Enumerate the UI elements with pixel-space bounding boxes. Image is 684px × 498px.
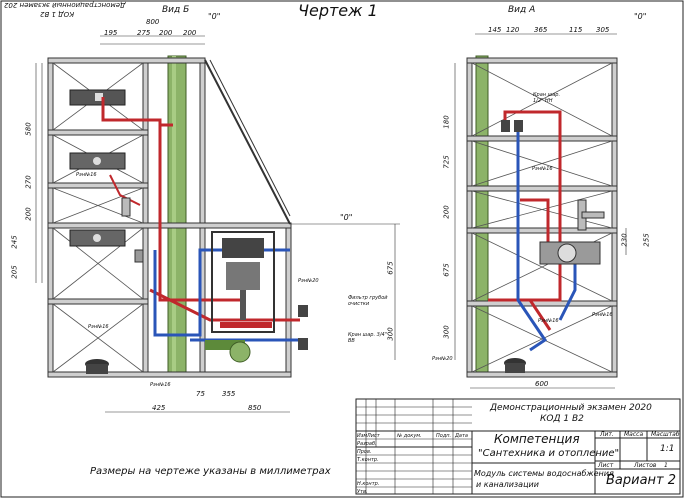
view-b-callout-2: Рэн№16 bbox=[88, 324, 109, 330]
view-b-dim-bottom-850: 850 bbox=[248, 404, 262, 412]
tb-col-lit: Лит. bbox=[600, 431, 614, 438]
title-block-lines bbox=[355, 398, 681, 495]
view-b-callout-4: Рэн№20 bbox=[298, 278, 319, 284]
view-b-dim-top-195: 195 bbox=[104, 29, 118, 37]
view-b-callout-5: Фильтр грубой очистки bbox=[348, 295, 388, 307]
view-a-dim-top-305: 305 bbox=[596, 26, 610, 34]
tb-row-list: Лист bbox=[367, 433, 380, 439]
tb-sheets-value: 1 bbox=[664, 462, 668, 469]
tb-module-2: и канализации bbox=[476, 480, 539, 489]
view-b-dim-bottom-425: 425 bbox=[152, 404, 166, 412]
tb-role-check: Пров. bbox=[357, 449, 372, 455]
view-b-dim-top-800: 800 bbox=[146, 18, 160, 26]
view-a-callout-2: Рэн№16 bbox=[532, 166, 553, 172]
view-a-callout-5: Рэн№20 bbox=[432, 356, 453, 362]
stamp-top: Демонстрационный экзамен 202 bbox=[4, 1, 126, 9]
footnote: Размеры на чертеже указаны в миллиметрах bbox=[90, 466, 331, 477]
view-a-dim-top-145: 145 bbox=[488, 26, 502, 34]
tb-module-1: Модуль системы водоснабжения bbox=[474, 469, 614, 478]
view-a-dim-right-230: 230 bbox=[620, 233, 629, 247]
view-b-dim-top-200b: 200 bbox=[183, 29, 197, 37]
sheet-title: Чертеж 1 bbox=[298, 1, 378, 20]
view-b-label: Вид Б bbox=[162, 5, 190, 15]
tb-competence-1: Компетенция bbox=[494, 432, 580, 446]
view-b-dim-left-245: 245 bbox=[10, 235, 19, 249]
view-b-callout-1: Рэн№16 bbox=[76, 172, 97, 178]
view-b-dim-left-270: 270 bbox=[24, 175, 33, 189]
tb-row-date: Дата bbox=[455, 433, 468, 439]
view-a-dim-left-200: 200 bbox=[442, 205, 451, 219]
view-a-drawing bbox=[454, 33, 627, 389]
tb-role-tcontr: Т.контр. bbox=[357, 457, 379, 463]
stamp-top-code: КОД 1 В2 bbox=[40, 10, 75, 18]
view-b-dim-right-675: 675 bbox=[386, 261, 395, 275]
view-b-dim-top-275: 275 bbox=[137, 29, 151, 37]
view-b-callout-3: Рэн№16 bbox=[150, 382, 171, 388]
tb-exam: Демонстрационный экзамен 2020 bbox=[490, 403, 652, 413]
view-a-dim-bottom-600: 600 bbox=[535, 380, 549, 388]
tb-col-scale: Масштаб bbox=[651, 431, 680, 438]
view-a-dim-left-300: 300 bbox=[442, 325, 451, 339]
view-b-zero-mark: "0" bbox=[208, 12, 221, 21]
view-b-dim-bottom-75: 75 bbox=[196, 390, 205, 398]
tb-row-izm: Изм bbox=[357, 433, 368, 439]
view-a-dim-top-120: 120 bbox=[506, 26, 520, 34]
view-a-dim-top-115: 115 bbox=[569, 26, 583, 34]
tb-sheet-label: Лист bbox=[598, 462, 614, 469]
view-b-dim-top-200a: 200 bbox=[159, 29, 173, 37]
view-a-label: Вид А bbox=[508, 5, 536, 15]
view-a-dim-top-365: 365 bbox=[534, 26, 548, 34]
view-b-drawing bbox=[35, 35, 400, 413]
tb-competence-2: "Сантехника и отопление" bbox=[478, 448, 620, 459]
view-b-dim-left-580: 580 bbox=[24, 122, 33, 136]
view-b-zero-mark-side: "0" bbox=[340, 213, 353, 222]
view-b-callout-6: Кран шар. 3/4" ВВ bbox=[348, 332, 387, 344]
tb-row-sign: Подп. bbox=[436, 433, 452, 439]
view-a-dim-left-675: 675 bbox=[442, 263, 451, 277]
tb-role-approve: Утв. bbox=[357, 489, 368, 495]
view-a-callout-4: Рэн№16 bbox=[592, 312, 613, 318]
tb-role-ncontr: Н.контр. bbox=[357, 481, 380, 487]
view-a-dim-left-180: 180 bbox=[442, 115, 451, 129]
view-a-callout-3: Рэн№16 bbox=[538, 318, 559, 324]
view-b-dim-bottom-355: 355 bbox=[222, 390, 236, 398]
tb-sheets-label: Листов bbox=[634, 462, 657, 469]
tb-row-doc: № докум. bbox=[397, 433, 422, 439]
view-a-zero-mark: "0" bbox=[634, 12, 647, 21]
tb-col-mass: Масса bbox=[624, 431, 644, 438]
view-a-callout-1: Кран шар. 1/2" НН bbox=[533, 92, 561, 104]
view-b-dim-left-200: 200 bbox=[24, 207, 33, 221]
tb-variant: Вариант 2 bbox=[606, 473, 677, 488]
view-a-dim-right-255: 255 bbox=[642, 233, 651, 247]
tb-code: КОД 1 В2 bbox=[540, 414, 584, 424]
view-a-dim-left-725: 725 bbox=[442, 155, 451, 169]
view-b-dim-left-205: 205 bbox=[10, 265, 19, 279]
tb-role-dev: Разраб. bbox=[357, 441, 377, 447]
tb-scale-value: 1:1 bbox=[660, 444, 675, 454]
